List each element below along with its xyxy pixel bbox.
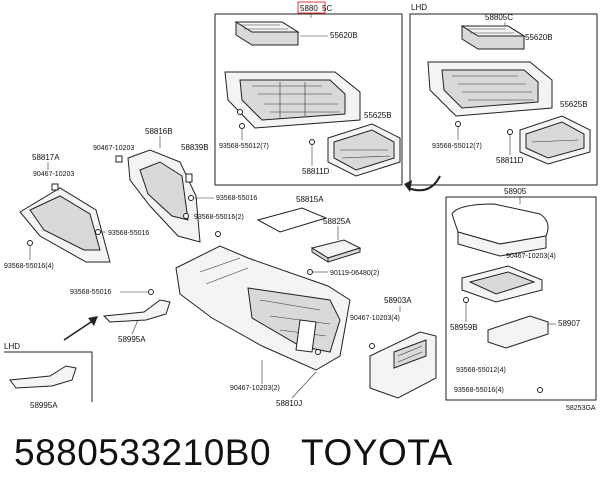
top-part-number-suffix: 5C [322,4,332,13]
label-93568-55012-a: 93568-55012(7) [219,143,269,150]
console-tray [224,71,361,129]
screw-icon [95,229,101,235]
screw-icon [215,231,221,237]
screw-icon [239,123,245,129]
label-58811D-b: 58811D [496,156,524,165]
label-58995A-b: 58995A [30,401,58,410]
top-part-number-highlight: 5880 [300,4,318,13]
label-58817A: 58817A [32,153,60,162]
label-90467-10203-e: 90467-10203(4) [506,253,556,260]
caption-part-number: 5880533210B0 [14,432,272,473]
console-mat [256,207,328,233]
armrest-assembly-box [445,196,597,401]
side-panel-right [127,149,201,243]
label-58816B: 58816B [145,127,173,136]
clip-icon [185,173,193,183]
label-55625B-b: 55625B [560,100,588,109]
label-90467-10203-a: 90467-10203 [93,145,134,152]
label-93568-55012-c: 93568-55012(4) [456,367,506,374]
lhd-58805C: 58805C [485,13,513,22]
caption: 5880533210B0 TOYOTA [14,432,453,482]
screw-icon [237,109,243,115]
highlight-box [297,1,326,14]
lhd-cup-holder-insert [519,115,591,165]
label-58995A-a: 58995A [118,335,146,344]
bracket-lhd [9,365,77,389]
screw-icon [537,387,543,393]
bracket-arrow [63,319,95,341]
arrow-head-icon [88,316,98,326]
console-box-lid [234,21,300,46]
rear-panel [369,331,437,399]
label-93568-55016-d: 93568-55016(4) [4,263,54,270]
lhd-console-box-lid [460,25,526,50]
cup-holder-insert [327,123,401,177]
side-panel-left [19,187,111,263]
bracket [102,299,171,323]
label-58907: 58907 [558,319,581,328]
label-55625B-a: 55625B [364,111,392,120]
main-assembly-box [214,13,403,186]
flow-arrow [407,175,441,192]
label-90467-10203-d: 90467-10203(2) [230,385,280,392]
label-93568-55016-b: 93568-55016(2) [194,214,244,221]
label-55620B-b: 55620B [525,33,553,42]
label-55620B-a: 55620B [330,31,358,40]
label-58815A: 58815A [296,195,324,204]
lhd-tag-left: LHD [4,342,20,351]
armrest-hinge [461,265,543,303]
clip-icon [115,155,123,163]
screw-icon [309,139,315,145]
lhd-left-box [4,351,93,402]
clip-icon [51,183,59,191]
lhd-assembly-box [409,13,598,186]
lhd-tag-right: LHD [411,3,427,12]
label-93568-55016-f: 93568-55016(4) [454,387,504,394]
label-58825A: 58825A [323,217,351,226]
label-90119-06480: 90119-06480(2) [330,270,379,277]
label-90467-10203-b: 90467-10203 [33,171,74,178]
label-58811D-a: 58811D [302,167,330,176]
label-93568-55016-c: 93568-55016 [108,230,149,237]
screw-icon [188,195,194,201]
armrest-lid [451,203,549,257]
label-58903A: 58903A [384,296,412,305]
label-93568-55012-b: 93568-55012(7) [432,143,482,150]
screw-icon [307,269,313,275]
screw-icon [507,129,513,135]
screw-icon [148,289,154,295]
label-58839B: 58839B [181,143,209,152]
lhd-console-tray [427,61,553,117]
caption-brand: TOYOTA [301,432,453,473]
screw-icon [315,349,321,355]
armrest-base [487,315,549,349]
label-58905: 58905 [504,187,527,196]
screw-icon [183,213,189,219]
label-58810J: 58810J [276,399,302,408]
small-tray [310,239,362,263]
arrow-head-icon [404,180,412,192]
screw-icon [455,121,461,127]
screw-icon [463,297,469,303]
label-90467-10203-c: 90467-10203(4) [350,315,400,322]
console-body [175,245,351,371]
label-58959B: 58959B [450,323,478,332]
screw-icon [369,343,375,349]
label-93568-55016-e: 93568-55016 [70,289,111,296]
label-93568-55016-a: 93568-55016 [216,195,257,202]
screw-icon [27,240,33,246]
figure-code: 58253GA [566,405,596,412]
